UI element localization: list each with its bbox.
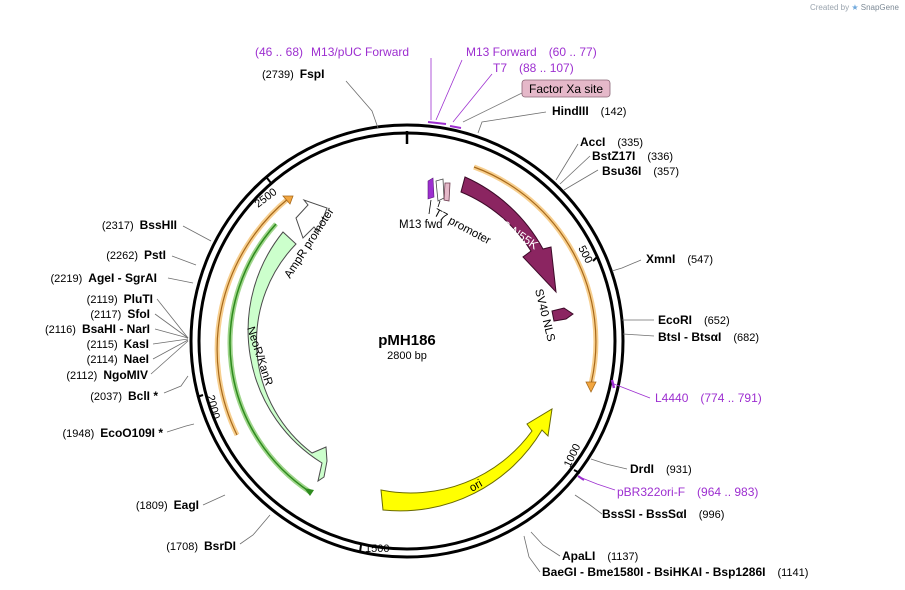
orange-arrow-right <box>585 381 597 393</box>
primer-mark-l4440 <box>610 379 616 389</box>
enzyme-btsi: BtsI - BtsαI(682) <box>658 330 759 344</box>
enzyme-hindiii: HindIII(142) <box>552 104 626 118</box>
primer-m13-puc-label: (46 .. 68)M13/pUC Forward <box>255 45 409 59</box>
primer-m13-forward-label: M13 Forward(60 .. 77) <box>466 45 597 59</box>
t7-connector <box>437 200 441 208</box>
factor-xa-label: Factor Xa site <box>529 82 603 96</box>
m13-fwd-feature-label: M13 fwd <box>399 219 442 231</box>
tick-2500: 2500 <box>253 177 279 210</box>
backbone-outer <box>189 123 625 559</box>
connector-m13-forward <box>435 59 463 121</box>
enzyme-pluti: (2119)PluTI <box>87 292 153 306</box>
t7-promoter-arrow <box>435 178 445 202</box>
primer-l4440-label: L4440(774 .. 791) <box>655 391 762 405</box>
attribution-brand: SnapGene <box>860 3 899 12</box>
enzyme-baegi: BaeGI - Bme1580I - BsiHKAI - Bsp1286I(11… <box>542 565 808 579</box>
attribution-prefix: Created by <box>809 3 850 12</box>
enzyme-bsrdi: (1708)BsrDI <box>166 539 236 553</box>
plasmid-name: pMH186 <box>378 332 436 349</box>
enzyme-kasi: (2115)KasI <box>87 337 149 351</box>
tick-label-2000: 2000 <box>204 394 222 421</box>
neor-kanr-arrow <box>247 231 328 483</box>
orange-line-left-core <box>216 197 290 436</box>
ori-arrow <box>380 408 553 512</box>
primer-t7-label: T7(88 .. 107) <box>493 61 574 75</box>
m13-fwd-connector <box>428 199 432 215</box>
enzyme-xmni: XmnI(547) <box>646 252 713 266</box>
tick-label-1500: 1500 <box>365 543 389 555</box>
primer-mark-t7 <box>449 125 462 129</box>
enzyme-bstz17i: BstZ17I(336) <box>592 149 673 163</box>
sv40-nls-arrow <box>551 307 574 322</box>
tick-2000: 2000 <box>196 394 222 421</box>
enzyme-connectors <box>150 80 655 573</box>
enzyme-drdi: DrdI(931) <box>630 462 692 476</box>
enzyme-bsssi: BssSI - BssSαI(996) <box>602 507 724 521</box>
enzyme-bsu36i: Bsu36I(357) <box>602 164 679 178</box>
plasmid-size: 2800 bp <box>387 350 427 362</box>
green-line-core <box>229 223 311 493</box>
orange-line-right-core <box>473 166 597 385</box>
enzyme-fspi: (2739)FspI <box>262 67 324 81</box>
connector-l4440 <box>613 383 651 399</box>
primer-mark-m13-puc <box>427 121 447 125</box>
factor-xa-mark <box>443 182 451 202</box>
connector-pbr322 <box>581 477 616 491</box>
tick-1500: 1500 <box>359 543 389 555</box>
green-arrow <box>304 488 314 496</box>
enzyme-sfoi: (2117)SfoI <box>90 307 150 321</box>
ori-label: ori <box>468 478 485 495</box>
m13-fwd-primer-mark <box>427 177 435 200</box>
enzyme-ecori: EcoRI(652) <box>658 313 730 327</box>
enzyme-bsshii: (2317)BssHII <box>102 218 177 232</box>
enzyme-acci: AccI(335) <box>580 135 643 149</box>
enzyme-apali: ApaLI(1137) <box>562 549 638 563</box>
enzyme-bsahi: (2116)BsaHI - NarI <box>45 322 150 336</box>
snapgene-logo-icon: ★ <box>851 3 859 12</box>
enzyme-ngomiv: (2112)NgoMIV <box>66 368 148 382</box>
primer-pbr322ori-label: pBR322ori-F(964 .. 983) <box>617 485 758 499</box>
factor-xa-box <box>521 79 611 98</box>
enzyme-psti: (2262)PstI <box>106 248 166 262</box>
snapgene-attribution: Created by ★ SnapGene <box>810 3 899 12</box>
enzyme-agei: (2219)AgeI - SgrAI <box>51 271 158 285</box>
ms2-n55k-arrow <box>460 176 557 294</box>
orange-arrow-left <box>282 195 294 205</box>
primer-mark-pbr322 <box>577 475 585 481</box>
connector-t7 <box>452 73 493 123</box>
connector-factor-xa <box>462 92 523 123</box>
enzyme-naei: (2114)NaeI <box>87 352 149 366</box>
ampr-promoter-arrow <box>295 198 328 239</box>
enzyme-ecoo109i: (1948)EcoO109I * <box>63 426 164 440</box>
enzyme-eagi: (1809)EagI <box>136 498 199 512</box>
enzyme-bcli: (2037)BclI * <box>90 389 158 403</box>
